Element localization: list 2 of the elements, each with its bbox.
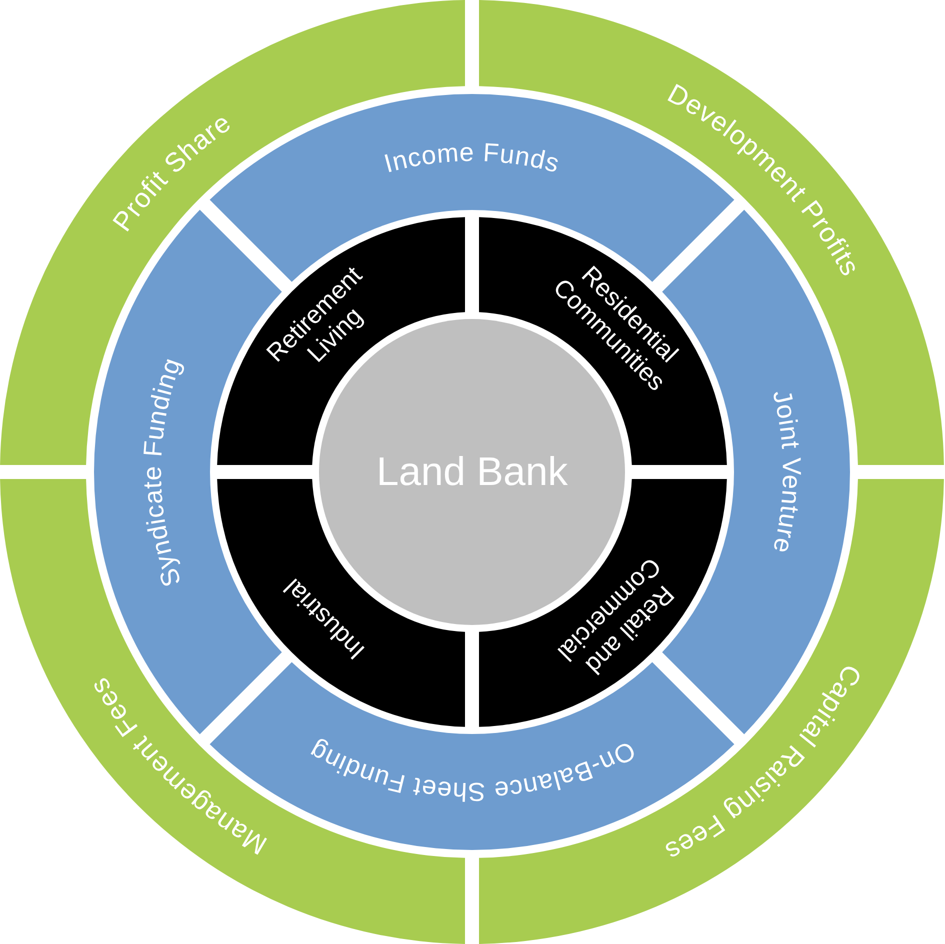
- center-label: Land Bank: [376, 450, 568, 494]
- segment-label: Income Funds: [380, 136, 564, 179]
